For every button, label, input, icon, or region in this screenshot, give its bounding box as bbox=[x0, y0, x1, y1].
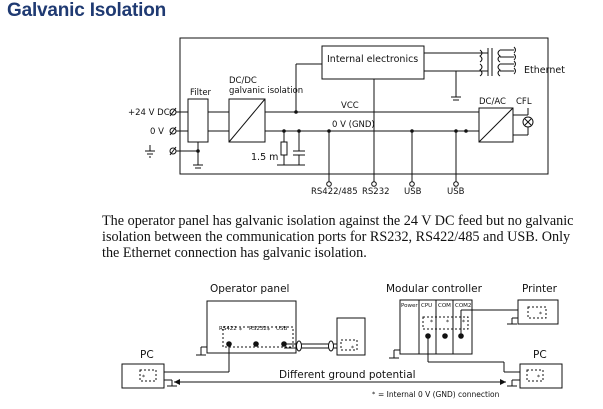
port-label-rs422-485: RS422/485 bbox=[311, 187, 358, 197]
enclosure-outline bbox=[179, 37, 549, 175]
svg-text:*: * bbox=[267, 327, 270, 334]
usb-device-box bbox=[336, 317, 366, 356]
op-port-rs232 bbox=[253, 341, 259, 347]
cfl-lamp-icon bbox=[522, 116, 534, 128]
dcac-label: DC/AC bbox=[479, 97, 506, 107]
footnote-star: * bbox=[372, 390, 376, 398]
port-usb-1 bbox=[409, 129, 415, 187]
ethernet-label: Ethernet bbox=[524, 65, 565, 76]
gnd-label: 0 V (GND) bbox=[332, 120, 375, 130]
protective-earth-symbol bbox=[145, 145, 155, 158]
port-label-usb-2: USB bbox=[447, 187, 465, 197]
port-rs422-485 bbox=[326, 129, 332, 187]
modular-controller-label: Modular controller bbox=[386, 283, 483, 295]
dcdc-label-line1: DC/DC bbox=[229, 76, 257, 86]
cfl-label: CFL bbox=[516, 97, 532, 107]
svg-text:*: * bbox=[446, 319, 449, 326]
cable-ferrite bbox=[296, 340, 302, 352]
input-0v-label: 0 V bbox=[150, 127, 164, 137]
module-power-label: Power bbox=[401, 303, 418, 309]
ground-potential-label: Different ground potential bbox=[279, 369, 416, 381]
vcc-label: VCC bbox=[341, 101, 359, 111]
controller-ports-group bbox=[422, 316, 469, 330]
paragraph-line-1: The operator panel has galvanic isolatio… bbox=[102, 213, 574, 229]
svg-text:*: * bbox=[539, 311, 542, 318]
module-com-label: COM bbox=[438, 303, 451, 309]
svg-text:*: * bbox=[142, 374, 145, 381]
footnote-text: = Internal 0 V (GND) connection bbox=[378, 390, 500, 399]
pc-left-label: PC bbox=[140, 349, 154, 361]
svg-text:*: * bbox=[537, 374, 540, 381]
operator-panel-label: Operator panel bbox=[210, 283, 289, 295]
cable-length-label: 1.5 m bbox=[251, 152, 278, 163]
terminal-24v bbox=[169, 107, 177, 117]
port-label-usb-1: USB bbox=[404, 187, 422, 197]
controller-port-2 bbox=[442, 333, 448, 339]
internal-electronics-label: Internal electronics bbox=[327, 54, 418, 65]
module-com2-label: COM2 bbox=[455, 303, 471, 309]
printer-label: Printer bbox=[522, 283, 558, 295]
page-title: Galvanic Isolation bbox=[7, 0, 167, 21]
op-port-usb-label: USB bbox=[276, 326, 288, 332]
pc-right-box bbox=[519, 363, 563, 389]
filter-label: Filter bbox=[190, 88, 212, 98]
svg-text:*: * bbox=[430, 319, 433, 326]
module-cpu-label: CPU bbox=[421, 303, 432, 309]
paragraph-line-2: isolation between the communication port… bbox=[102, 229, 571, 245]
printer-box bbox=[517, 299, 559, 325]
pc-left-box bbox=[121, 363, 165, 389]
port-usb-2 bbox=[453, 129, 459, 187]
operator-panel-ports-group bbox=[222, 326, 294, 348]
dcdc-label-line2: galvanic isolation bbox=[229, 86, 303, 96]
pc-right-label: PC bbox=[533, 349, 547, 361]
svg-text:*: * bbox=[239, 327, 242, 334]
port-label-rs232: RS232 bbox=[362, 187, 390, 197]
input-24v-label: +24 V DC bbox=[128, 108, 170, 118]
op-port-rs232-label: RS232 bbox=[249, 326, 267, 332]
op-port-rs422-label: RS422 bbox=[219, 326, 237, 332]
internal-electronics-box bbox=[321, 45, 425, 80]
svg-text:*: * bbox=[462, 319, 465, 326]
ethernet-transformer bbox=[479, 46, 516, 77]
port-rs232 bbox=[371, 79, 377, 187]
description-paragraph: The operator panel has galvanic isolatio… bbox=[102, 213, 597, 261]
paragraph-line-3: the Ethernet connection has galvanic iso… bbox=[102, 245, 367, 261]
svg-text:*: * bbox=[351, 345, 354, 352]
